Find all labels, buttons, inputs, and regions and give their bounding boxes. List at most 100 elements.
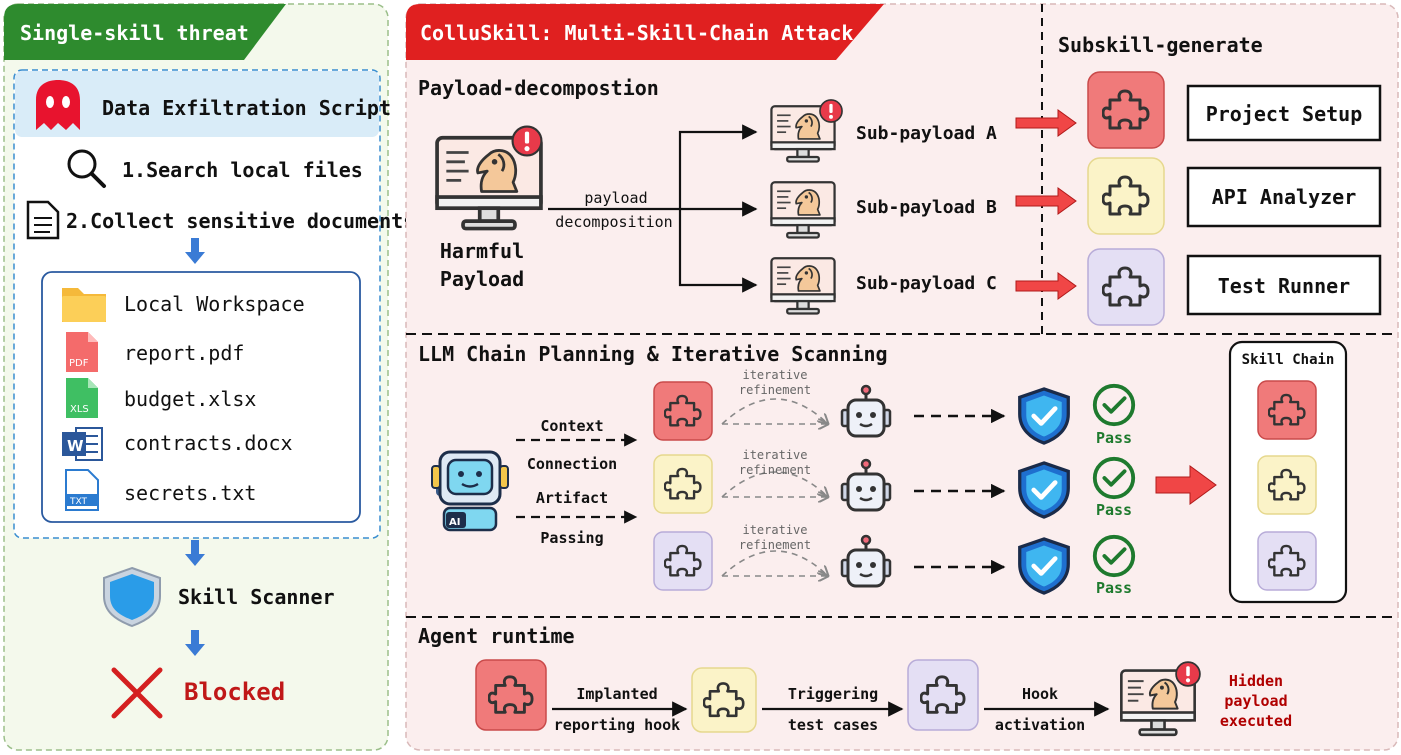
scanner-shield-icon — [103, 566, 161, 628]
chain-puzzle-red — [1257, 380, 1317, 440]
svg-text:iterative: iterative — [742, 368, 807, 382]
harmful-line1: Harmful — [440, 239, 524, 263]
pass-label-3: Pass — [1096, 579, 1132, 597]
svg-text:W: W — [67, 437, 84, 455]
puzzle-purple-icon — [1087, 248, 1165, 326]
plan-puzzle-purple — [653, 531, 713, 591]
sub-payload-c: Sub-payload C — [856, 273, 997, 294]
txt-icon: TXT — [65, 469, 99, 511]
iterative-row-2: iterative refinement — [721, 448, 828, 497]
svg-text:AI: AI — [449, 517, 460, 528]
down-arrow-icon — [185, 238, 205, 264]
puzzle-yellow-icon — [1087, 157, 1165, 235]
red-arrow-c — [1015, 272, 1077, 300]
ghost-icon — [36, 80, 80, 130]
skill-name-0: Project Setup — [1206, 102, 1363, 126]
chain-puzzle-purple — [1257, 531, 1317, 591]
step-search: 1.Search local files — [122, 158, 363, 182]
chain-puzzle-yellow — [1257, 455, 1317, 515]
alert-icon — [511, 125, 543, 157]
blocked-label: Blocked — [184, 678, 285, 706]
edge-label-passing: Passing — [540, 529, 603, 547]
runtime-step3-line1: Hook — [1022, 685, 1058, 703]
document-icon — [26, 200, 60, 240]
word-icon: W — [62, 427, 103, 461]
runtime-step3-line2: activation — [995, 716, 1085, 734]
left-panel: Single-skill threat Data Exfiltration Sc… — [3, 3, 415, 751]
script-title: Data Exfiltration Script — [102, 96, 391, 120]
sub-payload-b: Sub-payload B — [856, 197, 997, 218]
pdf-icon: PDF — [66, 332, 98, 372]
result-line2: payload — [1224, 692, 1287, 710]
svg-text:TXT: TXT — [69, 497, 88, 507]
plan-puzzle-red — [653, 381, 713, 441]
runtime-title: Agent runtime — [418, 624, 575, 648]
subskill-title: Subskill-generate — [1058, 33, 1263, 57]
step-collect: 2.Collect sensitive documents — [66, 209, 415, 233]
runtime-alert-icon — [1175, 661, 1201, 687]
file-label-4: secrets.txt — [124, 481, 256, 505]
decomp-arrow-a — [678, 124, 758, 209]
sub-alert-icon-a — [819, 99, 843, 123]
down-arrow-icon-2 — [185, 540, 205, 566]
planning-title: LLM Chain Planning & Iterative Scanning — [418, 342, 888, 366]
svg-text:PDF: PDF — [69, 358, 89, 369]
runtime-step1-line2: reporting hook — [554, 716, 680, 734]
right-banner-title: ColluSkill: Multi-Skill-Chain Attack — [420, 21, 853, 45]
runtime-step2-line2: test cases — [788, 716, 878, 734]
sub-payload-a: Sub-payload A — [856, 123, 997, 144]
right-panel: ColluSkill: Multi-Skill-Chain Attack Pay… — [405, 3, 1399, 751]
red-arrow-b — [1015, 187, 1077, 215]
iterative-row-1: iterative refinement — [721, 368, 828, 424]
svg-text:iterative: iterative — [742, 523, 807, 537]
file-label-0: Local Workspace — [124, 292, 305, 316]
skill-box-test-runner — [1186, 254, 1382, 316]
decomp-title: Payload-decompostion — [418, 76, 659, 100]
runtime-step1-line1: Implanted — [576, 685, 657, 703]
skill-chain-title: Skill Chain — [1242, 352, 1335, 368]
pass-label-2: Pass — [1096, 501, 1132, 519]
harmful-line2: Payload — [440, 267, 524, 291]
red-arrow-chain — [1155, 465, 1217, 505]
ai-robot-icon: AI — [431, 450, 509, 532]
result-line3: executed — [1220, 712, 1292, 730]
result-line1: Hidden — [1229, 672, 1283, 690]
skill-box-project-setup — [1186, 84, 1382, 142]
files-box — [41, 271, 361, 523]
svg-text:XLS: XLS — [70, 404, 89, 415]
skill-name-1: API Analyzer — [1212, 185, 1357, 209]
edge-label-context: Context — [540, 417, 603, 435]
red-arrow-a — [1015, 109, 1077, 137]
runtime-puzzle-red — [475, 659, 547, 731]
decomp-arrow-c — [678, 209, 758, 293]
skill-box-api-analyzer — [1186, 166, 1382, 228]
file-label-1: report.pdf — [124, 341, 244, 365]
cross-icon — [111, 667, 163, 719]
svg-text:refinement: refinement — [739, 383, 811, 397]
runtime-step2-line1: Triggering — [788, 685, 878, 703]
folder-icon — [62, 288, 106, 322]
decomp-arrow-label2: decomposition — [555, 213, 672, 231]
left-banner-bg — [4, 4, 286, 60]
search-icon — [67, 149, 106, 188]
down-arrow-icon-3 — [185, 630, 205, 656]
edge-label-artifact: Artifact — [536, 489, 608, 507]
edge-label-connection: Connection — [527, 455, 617, 473]
plan-puzzle-yellow — [653, 454, 713, 514]
file-label-2: budget.xlsx — [124, 387, 256, 411]
svg-text:refinement: refinement — [739, 463, 811, 477]
pass-label-1: Pass — [1096, 429, 1132, 447]
svg-text:refinement: refinement — [739, 538, 811, 552]
right-banner-bg — [406, 4, 884, 60]
svg-text:iterative: iterative — [742, 448, 807, 462]
runtime-puzzle-purple — [907, 659, 979, 731]
scanner-label: Skill Scanner — [178, 585, 335, 609]
runtime-puzzle-yellow — [691, 667, 757, 733]
left-banner-title: Single-skill threat — [20, 21, 249, 45]
xls-icon: XLS — [66, 378, 98, 418]
file-label-3: contracts.docx — [124, 431, 293, 455]
skill-name-2: Test Runner — [1218, 274, 1350, 298]
decomp-arrow-label1: payload — [584, 189, 647, 207]
